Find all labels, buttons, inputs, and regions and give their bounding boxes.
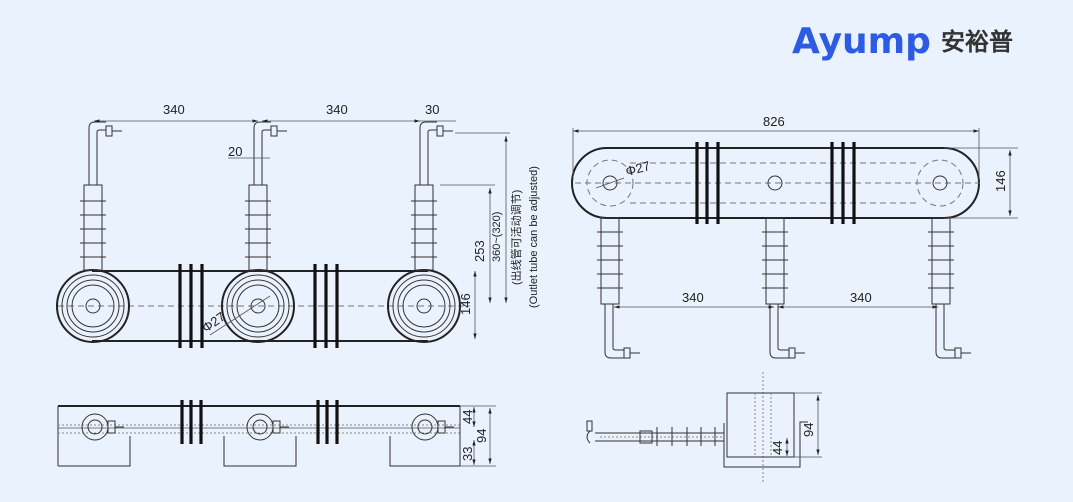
side-dim-inner: 44 [770,441,785,455]
bottom-dim-total: 94 [474,429,489,443]
logo-brand-text: Ayump [792,21,931,62]
front-dim-outlet-height: 360~(320) [491,212,503,262]
top-bushing-3 [928,217,971,359]
front-note-en: (Outlet tube can be adjusted) [528,166,540,308]
front-fins-left [178,264,204,348]
front-unit-1 [56,121,130,343]
front-dim-pitch-left: 340 [163,102,185,117]
front-dim-body-height: 146 [458,293,473,315]
bottom-front-view: 94 44 33 [57,400,496,467]
front-view: 340 340 30 20 253 360~(320) 146 (出线管可活动调… [56,102,540,348]
top-dim-pitch-left: 340 [682,290,704,305]
side-view: 94 44 [586,372,822,482]
front-dim-tube-width: 20 [228,144,242,159]
top-dim-hole-dia: Φ27 [624,158,652,179]
top-bushing-1 [597,217,640,359]
top-dim-body-height: 146 [993,170,1008,192]
top-bushing-2 [762,217,805,359]
front-dim-bushing-height: 253 [472,240,487,262]
top-view: 826 146 Φ27 340 340 [571,114,1018,359]
front-unit-3 [387,121,461,343]
bottom-fins-left [180,400,203,444]
brand-logo: Ayump 安裕普 [792,22,1013,62]
top-dim-overall-length: 826 [763,114,785,129]
bottom-dim-top: 44 [460,410,475,424]
front-dim-pitch-right: 340 [326,102,348,117]
front-unit-2 [221,121,295,343]
front-note-cn: (出线管可活动调节) [509,190,523,285]
bottom-fins-right [316,400,339,444]
logo-chinese-text: 安裕普 [940,28,1013,56]
top-fins-left [695,142,720,224]
top-fins-right [830,142,856,224]
front-fins-right [313,264,339,348]
top-dim-pitch-right: 340 [850,290,872,305]
side-dim-total: 94 [801,423,816,437]
front-dim-terminal-offset: 30 [425,102,439,117]
bottom-dim-bottom: 33 [460,447,475,461]
